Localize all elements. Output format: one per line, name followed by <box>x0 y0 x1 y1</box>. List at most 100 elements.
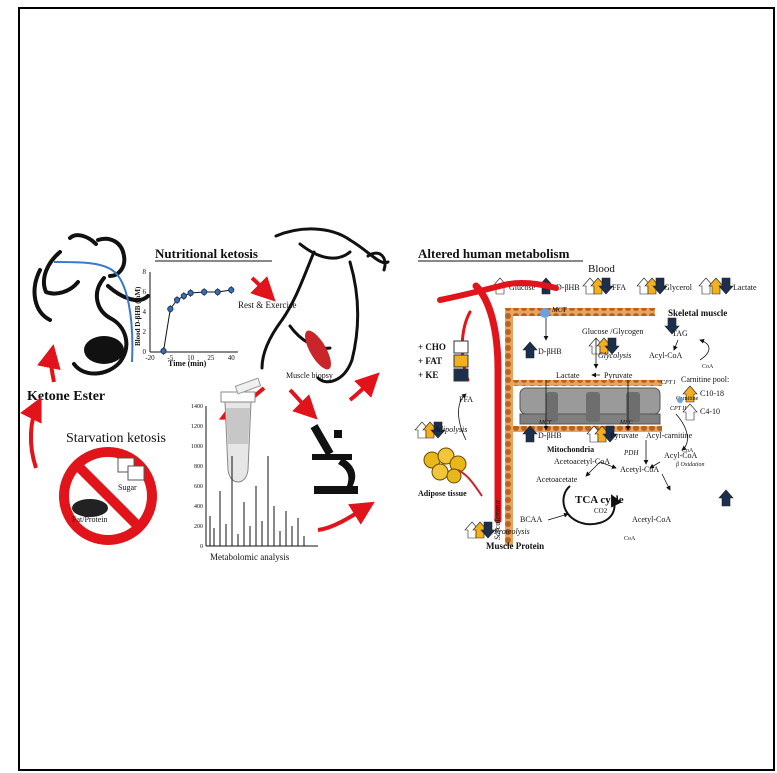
metabolite-change-arrow-icon <box>522 341 538 359</box>
blood-label: Blood <box>588 263 615 275</box>
spectrum-ytick: 1400 <box>191 404 203 410</box>
altered-metabolism-title: Altered human metabolism <box>418 246 570 261</box>
dbhb-cell-label: D-βHB <box>538 347 562 356</box>
spectrum-ytick: 200 <box>194 524 203 530</box>
sarcolemma-label: Sarcolemma <box>493 500 502 540</box>
spectrum-chart: 1400 1200 1000 800 600 400 200 0 Metabolomic an… <box>191 404 318 562</box>
sarcolemma-membrane-top <box>505 308 655 316</box>
pyruvate-mito-label: Pyruvate <box>610 431 639 440</box>
fat-protein-label: Fat/Protein <box>72 515 108 524</box>
spectrum-ytick: 1000 <box>191 444 203 450</box>
mct-inner-label: MCT <box>538 420 552 426</box>
mini-chart-ytick: 2 <box>143 328 147 336</box>
acetoacetyl-coa-label: Acetoacetyl-CoA <box>554 457 610 466</box>
lactate-label: Lactate <box>733 283 757 292</box>
mini-chart-point <box>187 289 194 297</box>
acyl-coa-mito-label: Acyl-CoA <box>664 451 698 460</box>
metabolite-change-arrow-icon <box>718 489 734 507</box>
tca-cycle-label: TCA cycle <box>575 494 624 506</box>
figure-frame <box>18 7 775 771</box>
mini-chart-point <box>228 286 235 294</box>
mini-chart-point <box>167 305 174 313</box>
pathway-arrows <box>543 318 710 521</box>
coa-2-label: CoA <box>682 448 694 454</box>
sugar-label: Sugar <box>118 483 137 492</box>
microscope-icon <box>310 424 358 494</box>
legend-fat: + FAT <box>418 356 442 366</box>
no-food-icon <box>59 447 157 545</box>
spectrum-ytick: 0 <box>200 544 203 550</box>
dbhb-label: D-βHB <box>556 283 580 292</box>
legend-ke: + KE <box>418 370 438 380</box>
carnitine-pool-label: Carnitine pool: <box>681 375 729 384</box>
acyl-carnitine-label: Acyl-carnitine <box>646 431 693 440</box>
sample-tube-icon <box>220 377 262 483</box>
pyruvate-label: Pyruvate <box>604 371 633 380</box>
mpc-label: MPC <box>619 420 634 426</box>
cpt1-label: CPT I <box>661 380 676 386</box>
rest-exercise-label: Rest & Exercise <box>238 300 296 310</box>
dbhb-mito-label: D-βHB <box>538 431 562 440</box>
adipose-label: Adipose tissue <box>418 489 467 498</box>
spectrum-ytick: 400 <box>194 504 203 510</box>
ffa-adipose-label: FFA <box>459 395 473 404</box>
ffa-arrow <box>458 393 467 441</box>
acyl-coa-label: Acyl-CoA <box>649 351 683 360</box>
mini-chart-xtick: 40 <box>228 354 236 362</box>
legend: + CHO + FAT + KE <box>418 340 469 382</box>
mct-transporter-icon <box>540 308 550 318</box>
coa-3-label: CoA <box>624 536 636 542</box>
muscle-biopsy-label: Muscle biopsy <box>286 371 333 380</box>
adipose-tissue-icon <box>423 447 483 497</box>
muscle-icon <box>305 330 331 370</box>
mct-label: MCT <box>551 306 568 314</box>
mini-chart-xtick: 10 <box>187 354 195 362</box>
muscle-protein-label: Muscle Protein <box>486 541 544 551</box>
glycerol-label: Glycerol <box>664 283 693 292</box>
glycolysis-label: Glycolysis <box>598 351 631 360</box>
exercising-person-icon <box>260 227 390 384</box>
mitochondria-label: Mitochondria <box>547 445 594 454</box>
spectrum-ytick: 800 <box>194 464 203 470</box>
mini-chart-point <box>214 288 221 296</box>
pdh-label: PDH <box>623 449 639 457</box>
nutritional-ketosis-title: Nutritional ketosis <box>155 246 258 261</box>
lactate-cell-label: Lactate <box>556 371 580 380</box>
ffa-label: FFA <box>612 283 626 292</box>
cpt2-label: CPT II <box>670 406 687 412</box>
blood-change-arrow-icon <box>718 277 734 295</box>
legend-cho: + CHO <box>418 342 446 352</box>
stomach-icon <box>84 336 124 364</box>
mini-chart-ytick: 8 <box>143 268 147 276</box>
coa-label: CoA <box>702 364 714 370</box>
mini-chart-point <box>160 347 167 355</box>
sarcolemma-membrane <box>505 310 513 546</box>
acetyl-coa-2-label: Acetyl-CoA <box>632 515 671 524</box>
spectrum-ytick: 600 <box>194 484 203 490</box>
mini-chart-xlabel: Time (min) <box>168 359 207 368</box>
mini-chart-point <box>201 288 208 296</box>
metabolomic-label: Metabolomic analysis <box>210 552 290 562</box>
spectrum-ytick: 1200 <box>191 424 203 430</box>
mini-chart-point <box>180 292 187 300</box>
adipolysis-label: Adipolysis <box>433 425 467 434</box>
cpt-transporter-icon <box>677 397 683 403</box>
mini-chart-xtick: 25 <box>207 354 215 362</box>
c4-10-label: C4-10 <box>700 407 720 416</box>
skeletal-muscle-label: Skeletal muscle <box>668 308 727 318</box>
mini-chart-ylabel: Blood D-βHB (mM) <box>134 286 142 346</box>
glucose-label: Glucose <box>509 283 536 292</box>
c10-18-label: C10-18 <box>700 389 724 398</box>
blood-flow-line <box>53 261 134 363</box>
mitochondria-icon <box>512 380 662 432</box>
mini-chart-ytick: 6 <box>143 288 147 296</box>
mini-chart-ytick: 0 <box>143 348 147 356</box>
mini-chart-point <box>173 296 181 304</box>
co2-label: CO2 <box>594 507 608 515</box>
ketone-ester-label: Ketone Ester <box>27 389 105 404</box>
acetoacetate-label: Acetoacetate <box>536 475 578 484</box>
glucose-glycogen-label: Glucose /Glycogen <box>582 327 644 336</box>
starvation-label: Starvation ketosis <box>66 431 166 446</box>
